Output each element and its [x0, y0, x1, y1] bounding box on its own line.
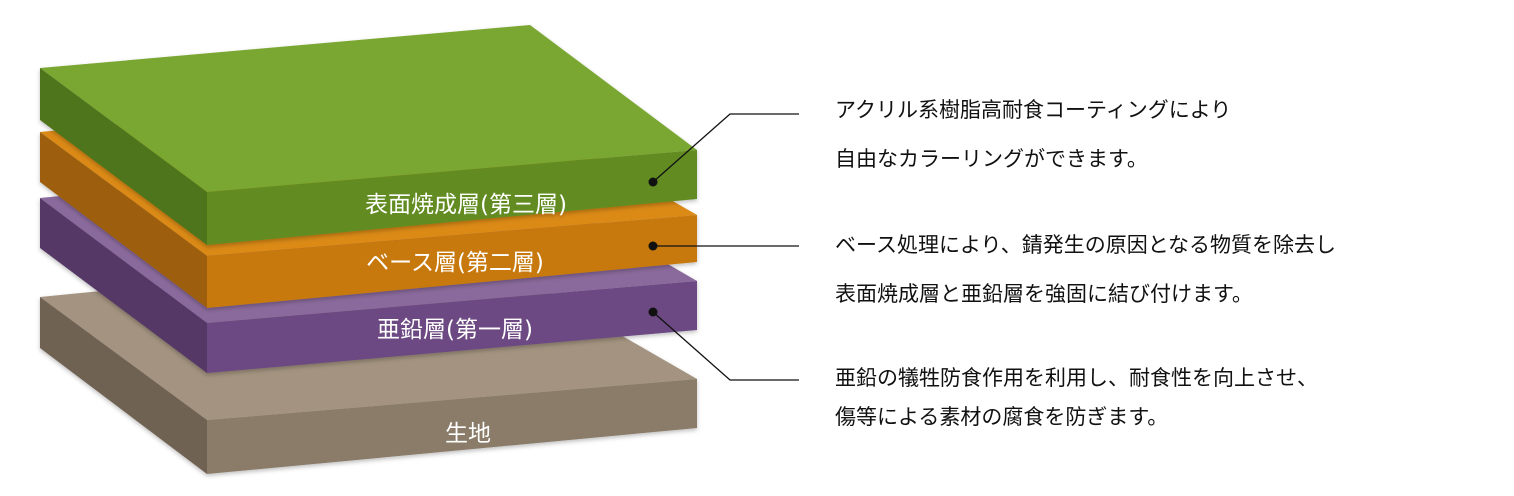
leader-base	[648, 241, 799, 251]
layer-surface-front	[207, 150, 697, 245]
layer-surface-label: 表面焼成層(第三層)	[365, 192, 567, 218]
description-surface-line-1: アクリル系樹脂高耐食コーティングにより	[835, 98, 1231, 122]
layer-surface-top	[40, 25, 697, 192]
leader-zinc	[648, 307, 799, 381]
layer-base-side	[40, 132, 207, 308]
layer-substrate-side	[40, 297, 207, 474]
layer-surface: 表面焼成層(第三層)	[40, 25, 697, 245]
description-zinc-line-2: 傷等による素材の腐食を防ぎます。	[835, 405, 1168, 429]
leader-base-dot	[648, 241, 658, 251]
layer-substrate-label: 生地	[445, 421, 491, 447]
description-zinc: 亜鉛の犠牲防食作用を利用し、耐食性を向上させ、 傷等による素材の腐食を防ぎます。	[835, 366, 1318, 429]
description-surface: アクリル系樹脂高耐食コーティングにより 自由なカラーリングができます。	[835, 98, 1231, 171]
layer-surface-side	[40, 68, 207, 245]
layer-substrate-front	[207, 379, 697, 474]
layer-zinc-label: 亜鉛層(第一層)	[377, 317, 533, 343]
description-surface-line-2: 自由なカラーリングができます。	[835, 147, 1148, 171]
layer-base-label: ベース層(第二層)	[366, 250, 544, 276]
description-base: ベース処理により、錆発生の原因となる物質を除去し 表面焼成層と亜鉛層を強固に結び…	[835, 233, 1336, 306]
leader-surface-dot	[648, 177, 658, 187]
leader-zinc-dot	[648, 307, 658, 317]
description-base-line-2: 表面焼成層と亜鉛層を強固に結び付けます。	[835, 282, 1253, 306]
description-base-line-1: ベース処理により、錆発生の原因となる物質を除去し	[835, 233, 1336, 257]
description-zinc-line-1: 亜鉛の犠牲防食作用を利用し、耐食性を向上させ、	[835, 366, 1318, 390]
layer-zinc-front	[207, 281, 697, 373]
layer-zinc-side	[40, 198, 207, 373]
layer-base-front	[207, 215, 697, 308]
leader-surface	[648, 113, 799, 187]
